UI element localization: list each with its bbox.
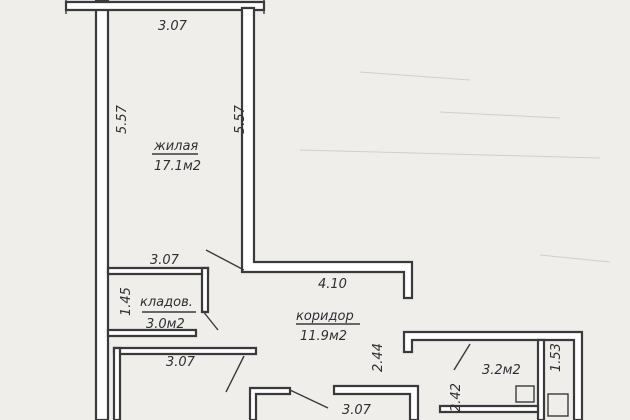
door-swing-living — [205, 249, 245, 271]
dim-living-right: 5.57 — [233, 104, 248, 134]
wall-storage-top — [106, 266, 210, 276]
door-swing-storage — [201, 309, 219, 331]
door-swing-lower — [225, 355, 245, 393]
wall-living-right — [240, 6, 414, 300]
wall-wc-top — [402, 330, 584, 420]
wall-top — [64, 0, 266, 12]
room-storage-name: кладов. — [140, 295, 193, 310]
paper-marks — [299, 71, 611, 263]
room-corridor-name: коридор — [296, 309, 354, 324]
dim-wc-height: 1.53 — [549, 343, 564, 372]
door-swing-bottom — [289, 389, 329, 409]
room-living-name: жилая — [153, 139, 198, 154]
dim-storage-height: 1.45 — [119, 287, 134, 316]
wall-lower-room-left — [112, 346, 122, 420]
wall-storage-bottom — [106, 328, 198, 338]
wall-left-outer — [94, 0, 110, 420]
window-top — [65, 0, 265, 14]
dim-bottom-room-top: 3.07 — [342, 403, 372, 418]
room-corridor-area: 11.9м2 — [300, 329, 347, 344]
room-storage-area: 3.0м2 — [146, 317, 185, 332]
dim-bath-height: 2.42 — [449, 383, 464, 412]
wall-wc-bottom — [438, 404, 540, 414]
dim-corridor-top: 4.10 — [318, 277, 347, 292]
wall-bottom-room — [248, 386, 292, 420]
wall-wc-divider — [536, 338, 546, 420]
dim-living-top: 3.07 — [158, 19, 188, 34]
wall-storage-right — [200, 266, 210, 314]
toilet-icon — [515, 385, 535, 403]
dim-lower-room-top: 3.07 — [166, 355, 196, 370]
door-swing-wc — [453, 343, 471, 371]
dim-living-bottom: 3.07 — [150, 253, 180, 268]
sink-icon — [547, 393, 569, 417]
dim-living-left: 5.57 — [115, 104, 130, 134]
wall-lower-room-top — [112, 346, 258, 356]
room-living-area: 17.1м2 — [154, 159, 201, 174]
wall-bottom-room-right — [332, 384, 420, 420]
dim-corridor-right: 2.44 — [371, 343, 386, 372]
room-wc-area: 3.2м2 — [482, 363, 521, 378]
